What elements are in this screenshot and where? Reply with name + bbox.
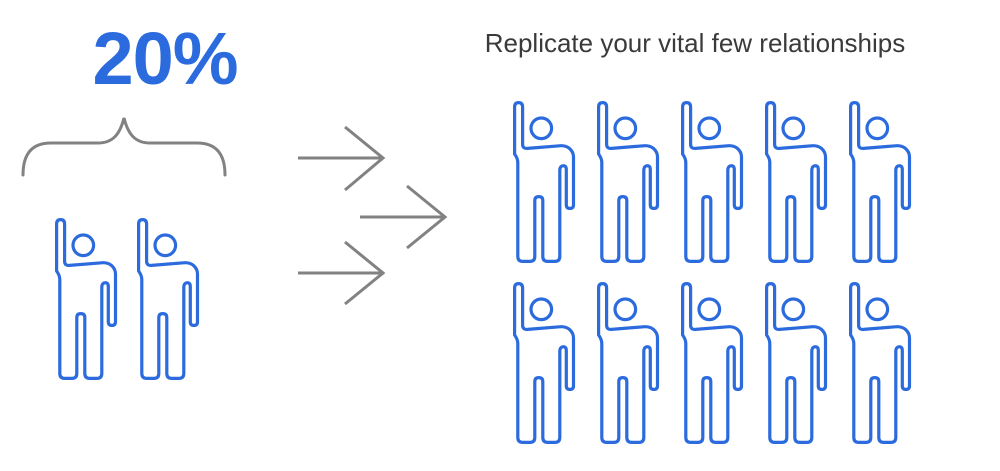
right-group-title: Replicate your vital few relationships — [484, 28, 906, 58]
person-raised-hand-icon — [597, 101, 660, 263]
person-raised-hand-icon — [681, 282, 744, 444]
person-raised-hand-icon — [765, 101, 828, 263]
person-raised-hand-icon — [137, 218, 200, 380]
person-raised-hand-icon — [513, 282, 576, 444]
person-raised-hand-icon — [765, 282, 828, 444]
person-raised-hand-icon — [849, 101, 912, 263]
arrow-right-icon — [298, 125, 386, 192]
curly-brace-icon — [21, 117, 227, 177]
arrow-right-icon — [298, 240, 386, 306]
left-person-group — [55, 218, 200, 382]
right-person-group — [513, 101, 912, 446]
arrows-group — [298, 125, 448, 306]
person-raised-hand-icon — [513, 101, 576, 263]
arrow-right-icon — [360, 184, 448, 250]
person-raised-hand-icon — [55, 218, 118, 380]
percent-label: 20% — [92, 17, 238, 100]
person-raised-hand-icon — [597, 282, 660, 444]
person-raised-hand-icon — [681, 101, 744, 263]
person-raised-hand-icon — [849, 282, 912, 444]
